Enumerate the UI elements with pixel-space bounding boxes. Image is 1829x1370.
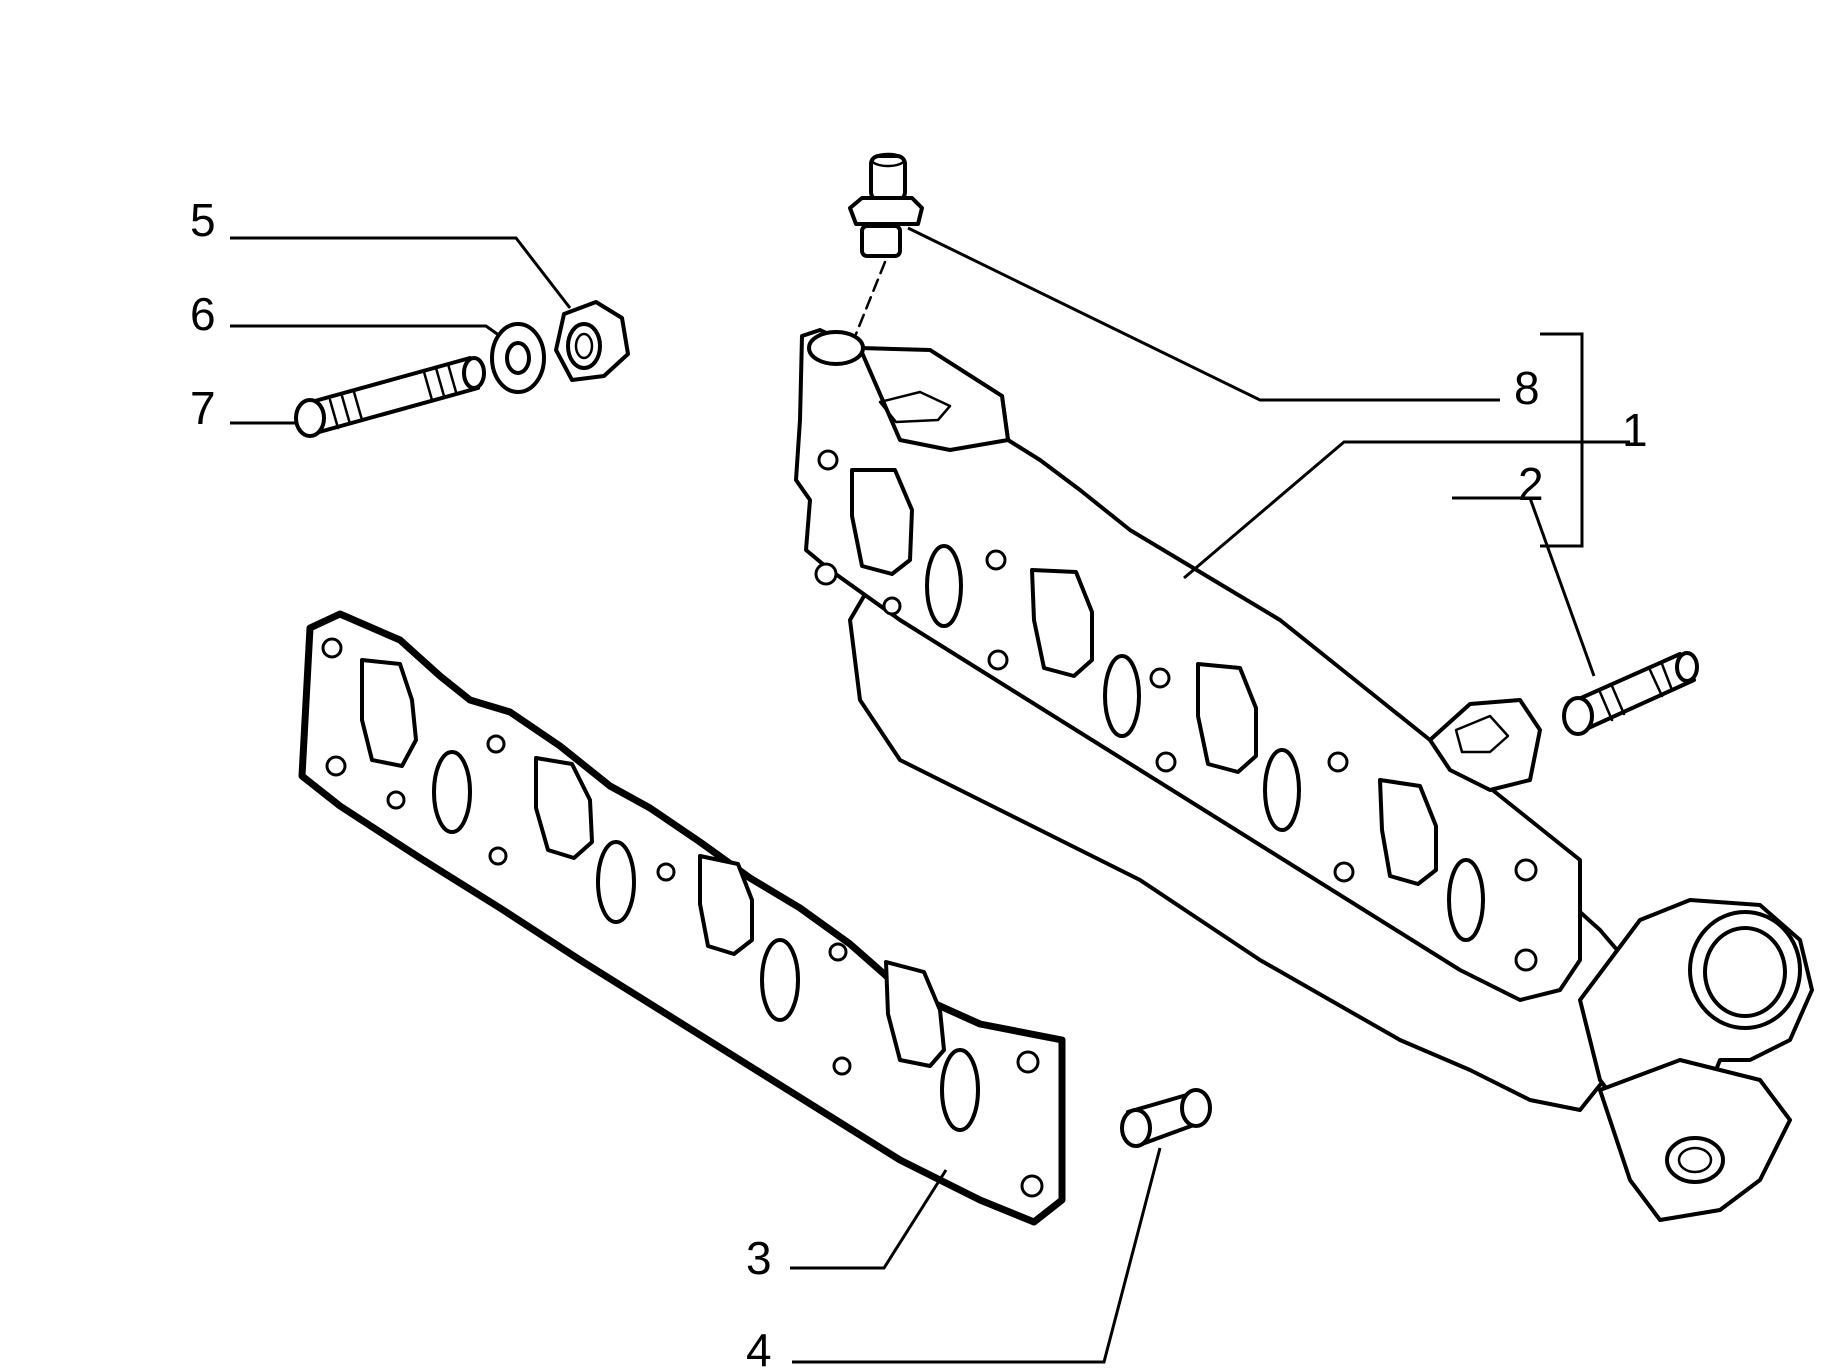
leader-8 xyxy=(907,226,1500,402)
leader-3 xyxy=(790,1169,948,1270)
leader-5 xyxy=(230,236,572,309)
plug[interactable] xyxy=(1120,1088,1212,1148)
leader-1 xyxy=(1183,440,1630,580)
leader-lines xyxy=(230,226,1630,1364)
exhaust-manifold[interactable] xyxy=(794,328,1814,1222)
nut[interactable] xyxy=(554,300,630,382)
callout-5: 5 xyxy=(190,194,216,246)
stud-long[interactable] xyxy=(294,356,486,438)
leader-4 xyxy=(792,1147,1162,1364)
callout-1: 1 xyxy=(1622,404,1648,456)
washer[interactable] xyxy=(490,322,546,394)
callout-3: 3 xyxy=(746,1232,772,1284)
manifold-gasket[interactable] xyxy=(298,610,1066,1226)
callout-8: 8 xyxy=(1514,362,1540,414)
callout-7: 7 xyxy=(190,382,216,434)
callout-6: 6 xyxy=(190,288,216,340)
group-bracket xyxy=(1540,332,1584,548)
callout-2: 2 xyxy=(1518,458,1544,510)
leader-6 xyxy=(230,324,501,338)
callout-4: 4 xyxy=(746,1324,772,1370)
fitting[interactable] xyxy=(848,152,924,336)
stud[interactable] xyxy=(1562,651,1699,736)
leader-2 xyxy=(1452,496,1596,677)
